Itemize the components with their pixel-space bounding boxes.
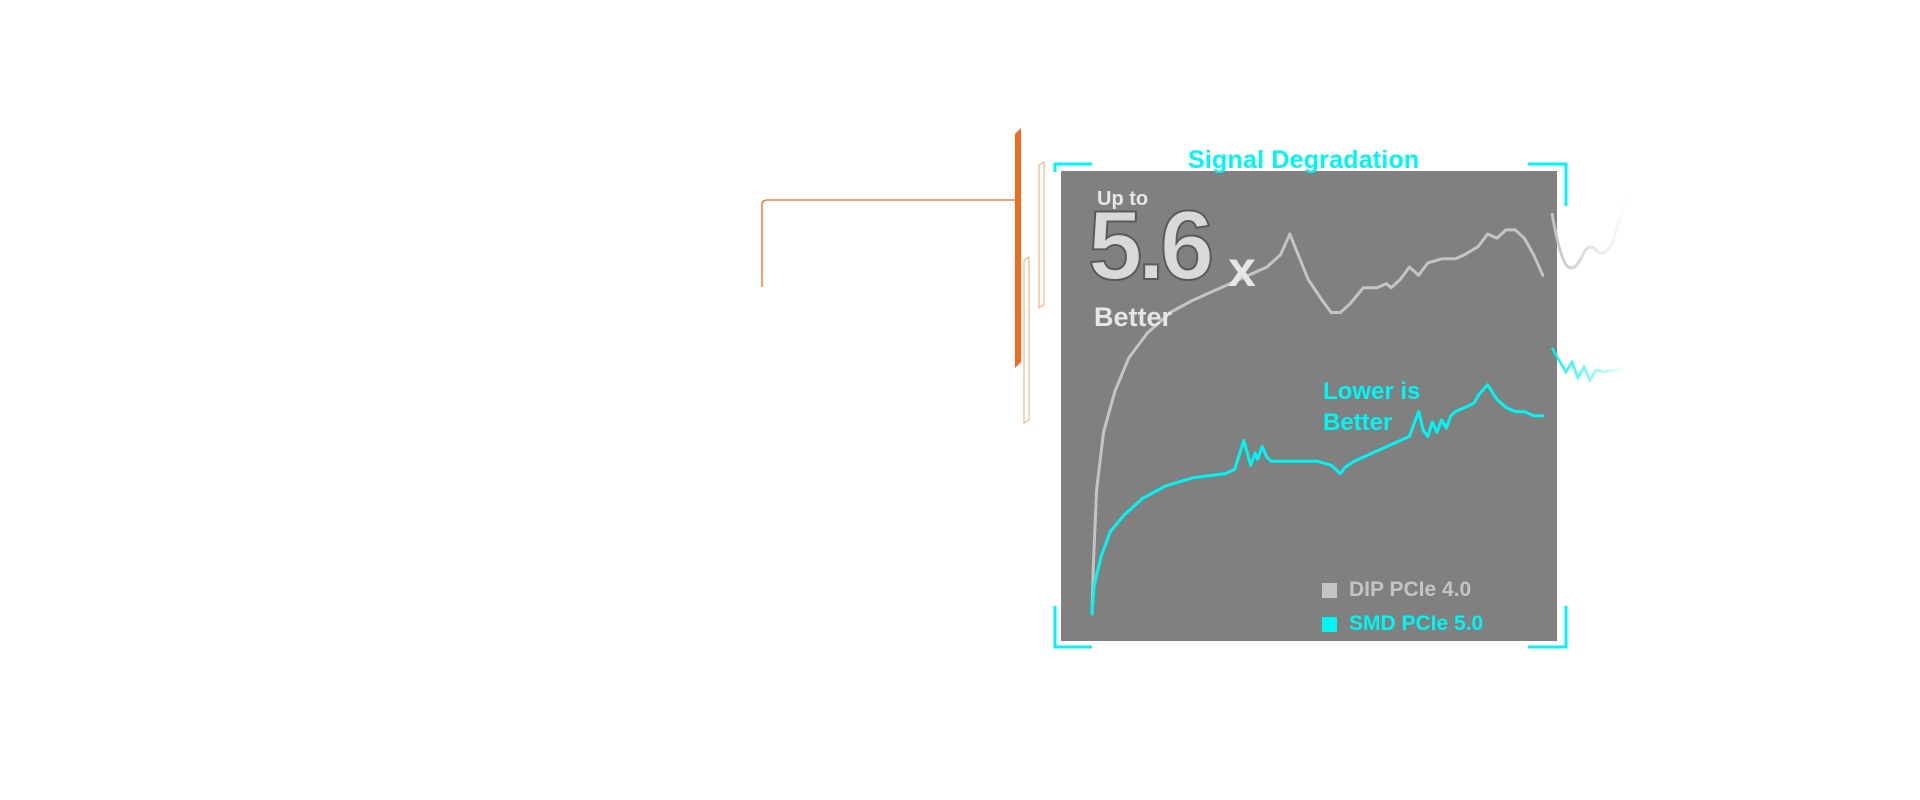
lower-is-better-annotation: Lower is Better xyxy=(1323,378,1421,436)
corner-brackets xyxy=(1053,162,1568,649)
series-line-smd-pcie-5 xyxy=(1090,383,1545,616)
dip-series-fade-tail xyxy=(1550,194,1630,270)
legend-item-dip: DIP PCIe 4.0 xyxy=(1322,578,1471,602)
legend-swatch-dip xyxy=(1322,582,1337,598)
legend-item-smd: SMD PCIe 5.0 xyxy=(1322,612,1483,636)
series-line-dip-pcie-4 xyxy=(1090,228,1545,616)
callout-unit: x xyxy=(1228,241,1256,297)
callout-prefix: Up to xyxy=(1097,188,1149,210)
orange-bracket-thin-1 xyxy=(1038,161,1045,309)
callout-suffix: Better xyxy=(1094,302,1173,332)
legend-swatch-smd xyxy=(1322,616,1337,632)
orange-connector-line xyxy=(761,199,1018,287)
corner-bracket-top-left xyxy=(1053,162,1092,172)
corner-bracket-top-right xyxy=(1528,162,1568,206)
corner-bracket-bottom-left xyxy=(1053,606,1092,649)
legend-label-smd: SMD PCIe 5.0 xyxy=(1349,612,1484,635)
series-layer xyxy=(1090,228,1545,616)
orange-bracket-bar xyxy=(1015,128,1021,368)
callout-value: 5.6 xyxy=(1087,190,1215,300)
chart-title: Signal Degradation xyxy=(1188,146,1420,174)
smd-series-fade-tail xyxy=(1550,347,1629,383)
orange-bracket-thin-2 xyxy=(1023,256,1030,424)
corner-bracket-bottom-right xyxy=(1528,606,1568,649)
legend-label-dip: DIP PCIe 4.0 xyxy=(1349,578,1472,601)
